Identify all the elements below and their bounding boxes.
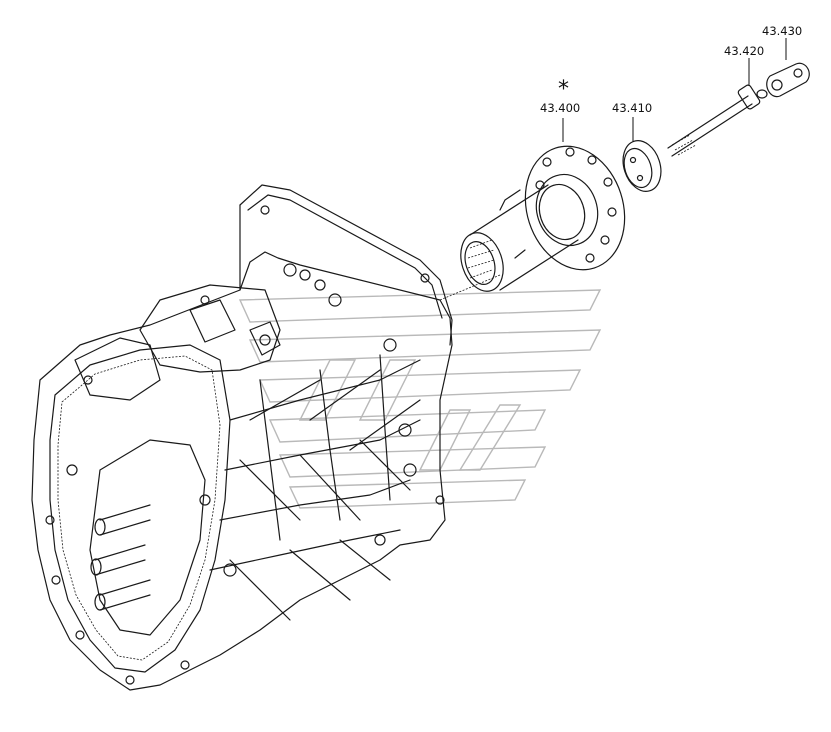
label-43-420: 43.420 bbox=[724, 44, 764, 58]
label-43-410: 43.410 bbox=[612, 101, 652, 115]
transmission-housing bbox=[31, 184, 453, 691]
asterisk-marker: * bbox=[558, 77, 569, 102]
flange-sleeve-43-400 bbox=[460, 145, 626, 292]
lock-plate-43-430 bbox=[756, 62, 810, 99]
bolt-43-420 bbox=[667, 84, 761, 157]
leader-lines bbox=[439, 38, 787, 301]
gasket-43-410 bbox=[622, 140, 662, 192]
label-43-400: 43.400 bbox=[540, 101, 580, 115]
bolt-holes bbox=[45, 205, 445, 685]
label-43-430: 43.430 bbox=[762, 24, 802, 38]
watermark-logo bbox=[238, 289, 602, 509]
